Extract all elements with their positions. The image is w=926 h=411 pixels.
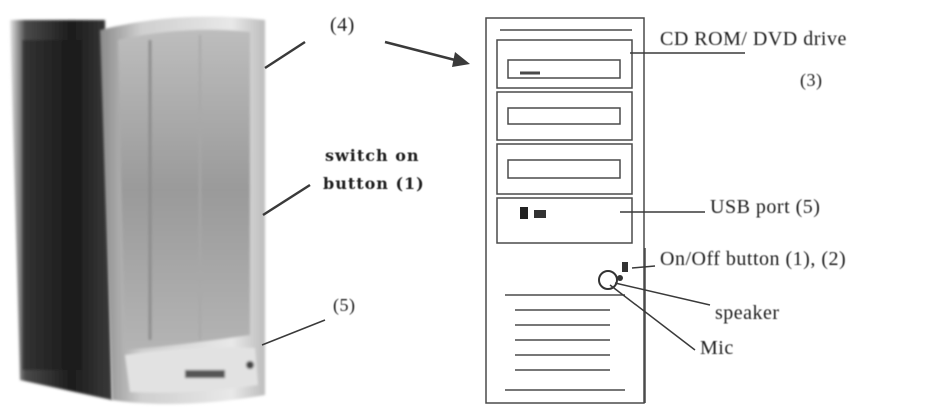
label-cdrom-dvd-drive: CD ROM/ DVD drive [660, 28, 847, 50]
label-5-left: (5) [333, 295, 356, 315]
label-4-top: (4) [330, 14, 355, 36]
label-on-off-button: On/Off button (1), (2) [660, 248, 847, 270]
usb-port-drawing [520, 207, 546, 219]
label-switch-on-line2: button (1) [323, 174, 425, 193]
case-front [100, 16, 265, 405]
label-mic: Mic [700, 337, 734, 359]
tower-drawing [485, 17, 646, 404]
case-side [10, 20, 112, 400]
label-speaker: speaker [715, 302, 780, 324]
label-usb-port: USB port (5) [710, 196, 821, 218]
label-cdrom-number: (3) [800, 70, 823, 90]
label-switch-on-line1: switch on [325, 146, 420, 165]
power-button-drawing [598, 262, 628, 290]
leader-lines [261, 40, 745, 351]
